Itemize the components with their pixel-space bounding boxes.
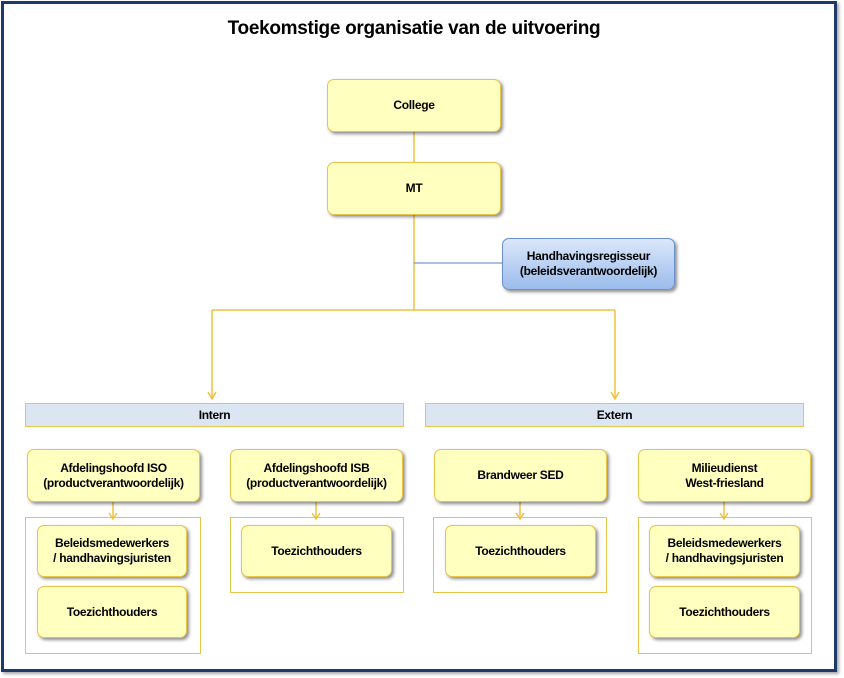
node-mil-beleidsmedewerkers: Beleidsmedewerkers / handhavingsjuristen (649, 525, 800, 577)
node-mt: MT (327, 162, 501, 215)
node-handhavingsregisseur: Handhavingsregisseur (beleidsverantwoord… (502, 238, 675, 290)
group-sb (230, 517, 404, 593)
node-milieudienst: Milieudienst West-friesland (638, 449, 811, 502)
group-milieudienst (638, 517, 812, 654)
band-intern: Intern (25, 403, 404, 427)
group-brandweer (433, 517, 607, 593)
group-so (25, 517, 201, 654)
node-sb-toezichthouders: Toezichthouders (241, 525, 392, 577)
node-so-toezichthouders: Toezichthouders (37, 586, 187, 638)
node-mil-toezichthouders: Toezichthouders (649, 586, 800, 638)
band-extern: Extern (425, 403, 804, 427)
node-brandweer-sed: Brandweer SED (434, 449, 607, 502)
node-college: College (327, 79, 501, 132)
diagram-title: Toekomstige organisatie van de uitvoerin… (227, 18, 601, 39)
node-brandweer-toezichthouders: Toezichthouders (445, 525, 596, 577)
node-afdelingshoofd-so: Afdelingshoofd ISO (productverantwoordel… (27, 449, 200, 502)
node-so-beleidsmedewerkers: Beleidsmedewerkers / handhavingsjuristen (37, 525, 187, 577)
node-afdelingshoofd-sb: Afdelingshoofd ISB (productverantwoordel… (230, 449, 403, 502)
